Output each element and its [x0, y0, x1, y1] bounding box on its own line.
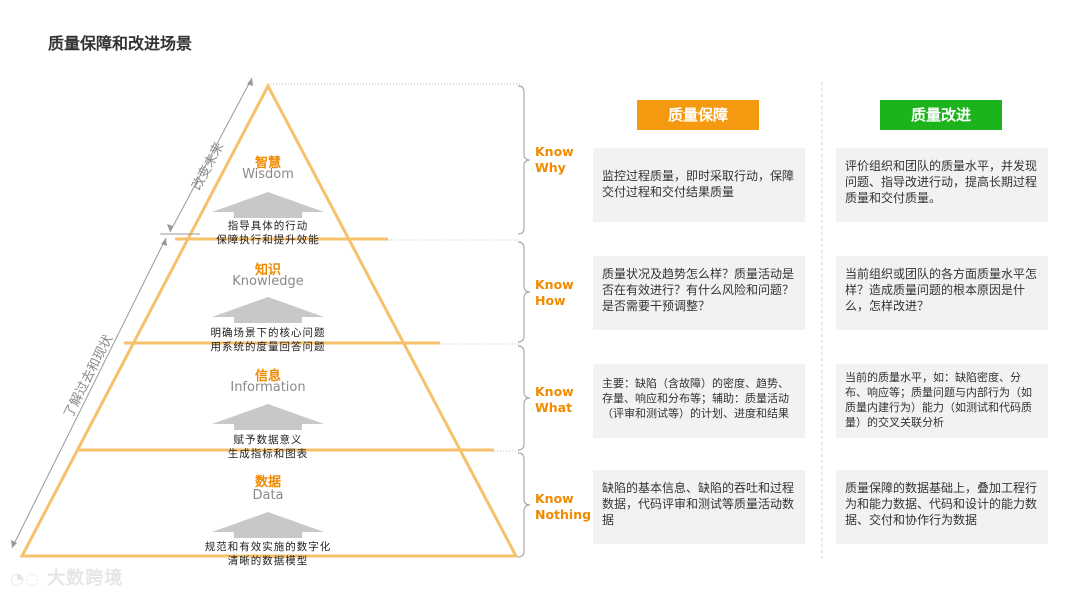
watermark-text: 大数跨境	[47, 568, 124, 589]
brace-why	[517, 85, 531, 235]
page-title: 质量保障和改进场景	[48, 34, 193, 53]
qi-cell-what: 当前的质量水平，如：缺陷密度、分布、响应等；质量问题与内部行为（如质量内建行为）…	[836, 364, 1048, 438]
level-en-wisdom: Wisdom	[242, 167, 294, 182]
watermark-icon: ◔◌	[10, 569, 40, 588]
qi-cell-nothing: 质量保障的数据基础上，叠加工程行为和能力数据、代码和设计的能力数据、交付和协作行…	[836, 470, 1048, 544]
level-note-data: 规范和有效实施的数字化清晰的数据模型	[204, 541, 332, 567]
level-cn-wisdom: 智慧	[254, 156, 281, 171]
brace-nothing	[517, 452, 531, 558]
up-arrow-icon	[212, 192, 324, 218]
level-note-knowledge: 明确场景下的核心问题用系统的度量回答问题	[210, 327, 326, 353]
qi-cell-how: 当前组织或团队的各方面质量水平怎样？造成质量问题的根本原因是什么，怎样改进？	[836, 256, 1048, 330]
header-quality-assurance: 质量保障	[637, 100, 759, 130]
level-cn-knowledge: 知识	[254, 263, 281, 278]
pyramid-outline	[19, 82, 519, 558]
qi-cell-why: 评价组织和团队的质量水平，并发现问题、指导改进行动，提高长期过程质量和交付质量。	[836, 148, 1048, 222]
level-en-data: Data	[252, 488, 284, 503]
brace-what	[517, 345, 531, 451]
level-cn-data: 数据	[254, 475, 281, 490]
qa-cell-why: 监控过程质量，即时采取行动，保障交付过程和交付结果质量	[593, 148, 805, 222]
side-arrow-future	[169, 77, 253, 233]
level-note-wisdom: 指导具体的行动保障执行和提升效能	[216, 220, 320, 246]
level-cn-information: 信息	[254, 369, 281, 384]
header-quality-improvement: 质量改进	[880, 100, 1002, 130]
up-arrow-icon	[212, 297, 324, 323]
watermark-logo: ◔◌ 大数跨境	[10, 564, 123, 590]
brace-how	[517, 241, 531, 343]
side-arrow-past	[11, 237, 167, 549]
up-arrow-icon	[212, 404, 324, 430]
qa-cell-what: 主要：缺陷（含故障）的密度、趋势、存量、响应和分布等；辅助：质量活动（评审和测试…	[593, 364, 805, 438]
level-en-information: Information	[230, 380, 306, 395]
qa-cell-how: 质量状况及趋势怎么样？质量活动是否在有效进行？有什么风险和问题？是否需要干预调整…	[593, 256, 805, 330]
qa-cell-nothing: 缺陷的基本信息、缺陷的吞吐和过程数据，代码评审和测试等质量活动数据	[593, 470, 805, 544]
level-en-knowledge: Knowledge	[232, 274, 304, 289]
up-arrow-icon	[212, 512, 324, 538]
level-note-information: 赋予数据意义生成指标和图表	[227, 434, 309, 460]
